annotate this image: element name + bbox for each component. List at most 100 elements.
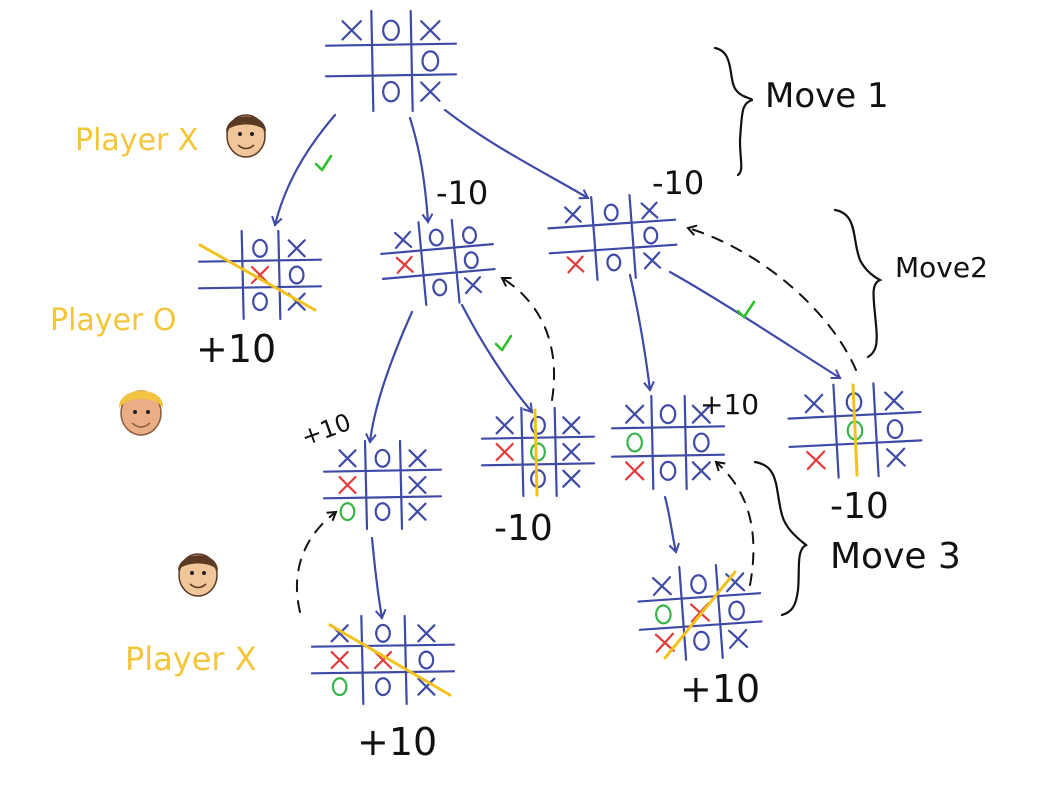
player-labels: Player X Player O Player X	[50, 123, 257, 678]
o-mark	[659, 460, 677, 481]
score-d2: +10	[680, 667, 760, 711]
x-mark	[463, 276, 483, 295]
move3-label: Move 3	[830, 536, 961, 577]
score-b2: -10	[436, 174, 488, 212]
o-mark	[432, 278, 448, 297]
o-mark	[655, 604, 672, 625]
x-mark	[395, 255, 414, 274]
board-d1	[310, 614, 456, 706]
o-mark	[626, 432, 643, 453]
x-mark	[408, 475, 427, 495]
o-mark	[693, 630, 710, 651]
player-x-bottom-label: Player X	[125, 640, 257, 678]
o-mark	[418, 650, 435, 670]
o-mark	[428, 228, 444, 247]
boy-face-icon	[178, 553, 218, 597]
score-b1: +10	[196, 327, 276, 371]
board-grid	[547, 193, 678, 281]
o-mark	[382, 19, 400, 42]
tree-edges	[271, 108, 842, 620]
edge-b2-c2	[460, 303, 534, 414]
blond-face-icon	[118, 390, 164, 436]
win-line-d1	[328, 623, 452, 697]
brace-move3	[753, 460, 808, 617]
x-mark	[651, 576, 672, 597]
x-mark	[643, 251, 662, 270]
x-mark	[417, 677, 436, 696]
board-c4	[787, 382, 923, 479]
o-mark	[375, 677, 391, 697]
score-c3: +10	[700, 388, 759, 421]
x-mark	[408, 502, 427, 521]
x-mark	[625, 461, 645, 481]
move2-label: Move2	[895, 251, 988, 284]
move1-label: Move 1	[765, 76, 889, 116]
board-b2	[380, 218, 496, 307]
x-mark	[725, 572, 746, 593]
o-mark	[606, 253, 622, 272]
x-mark	[420, 81, 441, 102]
edge-c3-d2	[663, 495, 680, 554]
x-mark	[341, 20, 362, 41]
x-mark	[728, 628, 749, 649]
board-grid	[480, 406, 596, 498]
x-mark	[804, 393, 824, 414]
x-mark	[654, 632, 675, 653]
x-mark	[566, 255, 585, 274]
x-mark	[884, 390, 904, 411]
o-mark	[252, 292, 268, 312]
score-c1: +10	[297, 408, 354, 452]
o-mark	[659, 404, 677, 425]
o-mark	[886, 419, 904, 440]
x-mark	[338, 475, 357, 495]
edge-b3-c4	[668, 270, 842, 380]
win-line-d2	[663, 570, 737, 660]
board-grid	[310, 614, 456, 706]
win-line-c4	[851, 383, 859, 477]
edge-c1-d1	[370, 536, 387, 620]
o-mark	[693, 432, 710, 453]
score-c2: -10	[494, 508, 553, 549]
o-mark	[462, 226, 477, 245]
score-d1: +10	[357, 720, 437, 764]
boards-layer	[197, 9, 923, 706]
x-mark	[417, 624, 436, 643]
o-mark	[374, 448, 391, 468]
x-mark	[806, 450, 826, 471]
edge-b2-c1	[365, 310, 414, 444]
x-mark	[625, 404, 645, 424]
o-mark	[421, 50, 440, 72]
player-x-top-label: Player X	[75, 123, 198, 158]
board-b1	[197, 229, 323, 321]
o-mark	[690, 574, 707, 595]
edge-b3-c3	[628, 273, 655, 392]
x-mark	[287, 239, 306, 258]
o-mark	[339, 502, 356, 522]
check-icon	[494, 334, 513, 352]
x-mark	[562, 442, 581, 462]
x-mark	[393, 230, 413, 249]
win-lines	[198, 243, 859, 697]
backprop-c4-b3	[686, 224, 857, 371]
x-mark	[640, 201, 659, 220]
move-labels: Move 1 Move2 Move 3	[765, 76, 988, 577]
check-marks	[314, 154, 756, 352]
backprop-d2-c3	[714, 460, 755, 586]
backprop-c2-b2	[500, 276, 556, 401]
score-c4: -10	[830, 486, 889, 527]
board-grid	[322, 439, 443, 531]
o-mark	[643, 226, 659, 245]
board-grid	[610, 394, 726, 491]
o-mark	[728, 600, 745, 621]
board-c1	[322, 439, 443, 531]
board-b3	[547, 193, 678, 281]
brace-move2	[833, 208, 883, 359]
braces	[713, 46, 883, 617]
o-mark	[331, 677, 348, 697]
board-root	[324, 9, 458, 113]
boy-face-icon	[226, 114, 266, 158]
x-mark	[420, 20, 441, 41]
x-mark	[691, 404, 711, 424]
x-mark	[563, 205, 582, 224]
